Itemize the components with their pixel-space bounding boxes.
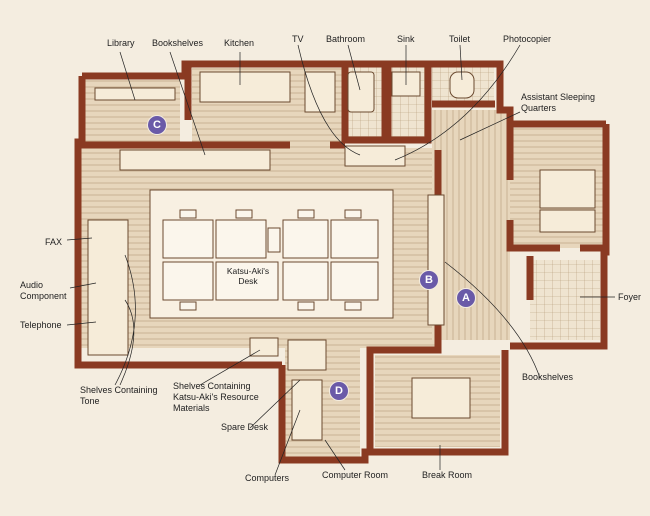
- furniture: [87, 71, 596, 441]
- leader-library: [119, 51, 136, 101]
- label-katsu-aki-desk: Katsu-Aki's Desk: [226, 266, 270, 286]
- label-computers: Computers: [245, 473, 290, 483]
- label-fax: FAX: [45, 237, 63, 247]
- desk-1: [162, 219, 214, 259]
- leader-bookshelves-right: [444, 261, 541, 379]
- label-shelves-resource: Shelves Containing Katsu-Aki's Resource …: [173, 381, 259, 413]
- leader-audio: [69, 282, 97, 289]
- desk-chair-7: [344, 301, 362, 311]
- label-tv: TV: [292, 34, 304, 44]
- outer-wall-bottom: [278, 350, 509, 464]
- label-audio-component: Audio Component: [20, 280, 67, 301]
- label-shelves-tone: Shelves Containing Tone: [80, 385, 158, 406]
- marker-c: C: [147, 115, 167, 135]
- label-spare-desk: Spare Desk: [221, 422, 269, 432]
- label-bathroom: Bathroom: [326, 34, 366, 44]
- bathtub: [347, 71, 375, 113]
- label-sink: Sink: [397, 34, 415, 44]
- desk-chair-6: [297, 301, 315, 311]
- leader-assistant: [459, 111, 521, 141]
- library-shelves: [94, 87, 176, 101]
- label-break-room: Break Room: [422, 470, 473, 480]
- left-shelves: [87, 219, 129, 356]
- quarters-wall: [506, 124, 606, 252]
- label-toilet: Toilet: [449, 34, 471, 44]
- leader-toilet: [459, 44, 463, 81]
- desk-chair-4: [344, 209, 362, 219]
- label-kitchen: Kitchen: [224, 38, 255, 48]
- bed-1: [539, 169, 596, 209]
- leader-spare-desk: [249, 379, 301, 429]
- label-computer-room: Computer Room: [322, 470, 389, 480]
- leader-tv: [297, 44, 361, 156]
- desk-8: [330, 261, 379, 301]
- label-telephone: Telephone: [20, 320, 62, 330]
- kitchen-counter: [199, 71, 291, 103]
- label-photocopier: Photocopier: [503, 34, 552, 44]
- marker-a: A: [456, 288, 476, 308]
- leader-lines: [66, 44, 615, 476]
- leader-computers: [274, 409, 301, 476]
- desk-chair-3: [297, 209, 315, 219]
- leader-resource: [199, 349, 261, 386]
- bed-2: [539, 209, 596, 233]
- leader-tone: [114, 254, 136, 386]
- foyer-floor: [530, 260, 600, 340]
- top-bookshelves: [119, 149, 271, 171]
- leader-bathroom: [347, 44, 361, 91]
- computer-desk: [291, 379, 323, 441]
- desk-5: [162, 261, 214, 301]
- desk-chair-1: [179, 209, 197, 219]
- kitchen-cabinet: [304, 71, 336, 113]
- toilet-fixture: [449, 71, 475, 99]
- desk-2: [215, 219, 267, 259]
- label-library: Library: [107, 38, 135, 48]
- walls: [74, 60, 610, 464]
- break-table: [411, 377, 471, 419]
- desk-chair-2: [235, 209, 253, 219]
- leader-fax: [66, 237, 93, 241]
- label-bookshelves-right: Bookshelves: [522, 372, 574, 382]
- leader-telephone: [66, 321, 97, 326]
- desk-cluster: [149, 189, 394, 319]
- label-foyer: Foyer: [618, 292, 642, 302]
- desk-7: [282, 261, 329, 301]
- leader-bookshelves-top: [169, 51, 206, 156]
- label-bookshelves-top: Bookshelves: [152, 38, 204, 48]
- desk-3: [282, 219, 329, 259]
- label-assistant-quarters: Assistant Sleeping Quarters: [521, 92, 596, 113]
- tv-cabinet: [344, 145, 406, 167]
- outer-wall-right: [510, 124, 610, 350]
- right-bookshelves: [427, 194, 445, 326]
- marker-b: B: [419, 270, 439, 290]
- leader-photocopier: [394, 44, 521, 161]
- katsu-aki-desk: [215, 261, 279, 301]
- leader-computer-room: [324, 439, 346, 471]
- desk-4: [330, 219, 379, 259]
- desk-chair-8: [267, 227, 281, 253]
- desk-chair-5: [179, 301, 197, 311]
- bathroom-walls: [341, 64, 432, 144]
- spare-desk-furniture: [287, 339, 327, 371]
- marker-d: D: [329, 381, 349, 401]
